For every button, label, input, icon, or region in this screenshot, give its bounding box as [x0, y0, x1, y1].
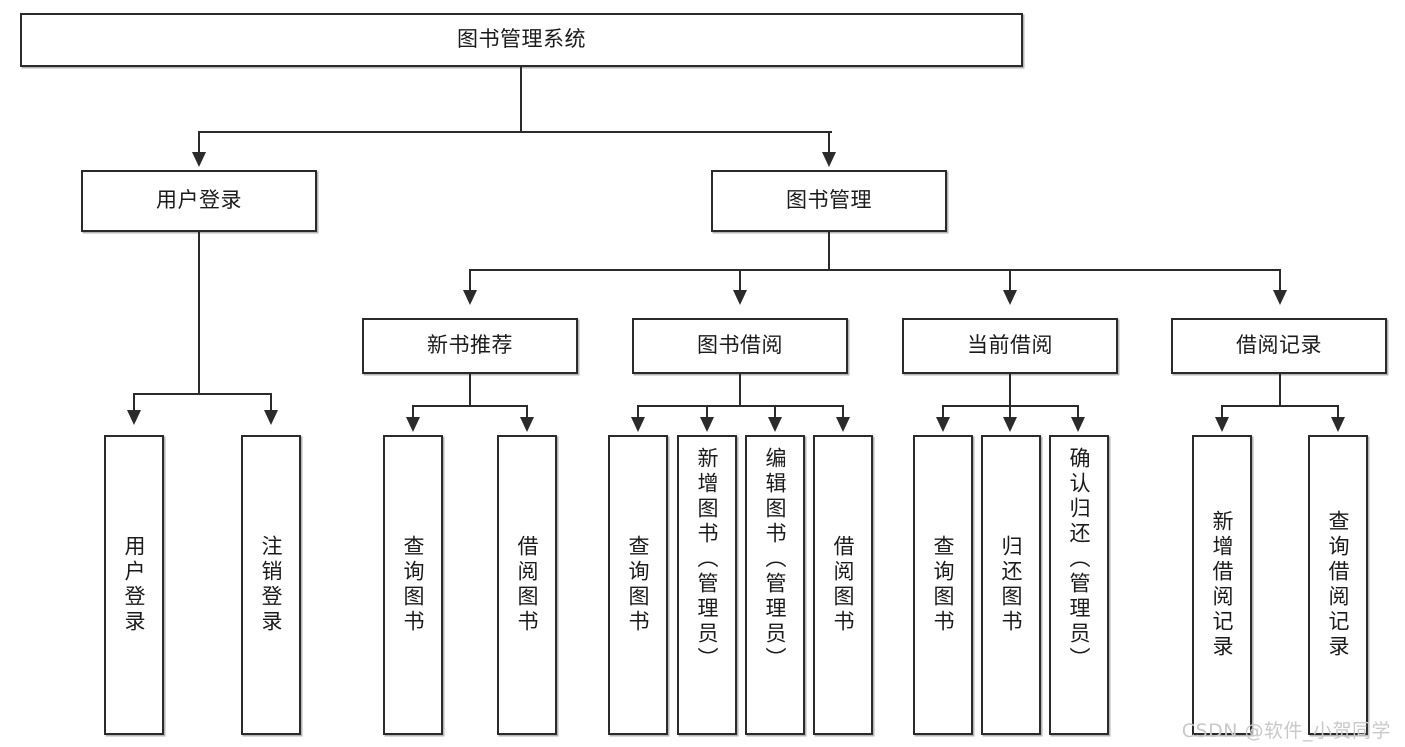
arrow-to-leaf-borrow-book-1 [520, 417, 534, 432]
arrow-to-leaf-logout-login [264, 410, 278, 425]
connector-bb-stem [739, 374, 741, 407]
connector-root-stem [520, 67, 522, 131]
connector-bb-drop-2 [706, 405, 708, 418]
node-label: 图书借阅 [697, 333, 783, 358]
arrow-to-leaf-query-book-1 [406, 417, 420, 432]
leaf-query-book-1[interactable]: 查询图书 [383, 435, 443, 735]
connector-br-stem [1279, 374, 1281, 407]
connector-root-drop-left [198, 131, 200, 153]
connector-cb-drop-2 [1009, 405, 1011, 418]
node-label: 图书管理 [786, 188, 872, 213]
leaf-label: 用户登录 [122, 535, 147, 635]
node-borrow-record[interactable]: 借阅记录 [1171, 318, 1387, 374]
node-label: 图书管理系统 [457, 27, 586, 52]
node-label: 用户登录 [156, 188, 242, 213]
leaf-label: 查询图书 [931, 535, 956, 635]
leaf-label: 查询图书 [401, 535, 426, 635]
leaf-edit-book[interactable]: 编辑图书（管理员） [745, 435, 805, 735]
leaf-label: 新增借阅记录 [1210, 510, 1235, 660]
node-current-borrow[interactable]: 当前借阅 [902, 318, 1118, 374]
leaf-query-record[interactable]: 查询借阅记录 [1308, 435, 1368, 735]
arrow-to-current-borrow [1003, 290, 1017, 305]
leaf-add-record[interactable]: 新增借阅记录 [1192, 435, 1252, 735]
connector-br-bar [1221, 405, 1339, 407]
node-new-book-recommend[interactable]: 新书推荐 [362, 318, 578, 374]
leaf-label: 归还图书 [999, 535, 1024, 635]
connector-bm-drop-4 [1279, 269, 1281, 291]
leaf-label: 借阅图书 [515, 535, 540, 635]
connector-book-manage-stem [828, 232, 830, 271]
arrow-to-book-borrow [733, 290, 747, 305]
arrow-to-leaf-return-book [1003, 417, 1017, 432]
leaf-label: 确认归还（管理员） [1067, 447, 1092, 672]
arrow-to-leaf-query-book-2 [631, 417, 645, 432]
arrow-to-leaf-user-login [127, 410, 141, 425]
node-label: 借阅记录 [1236, 333, 1322, 358]
arrow-to-leaf-confirm-return [1071, 417, 1085, 432]
connector-br-drop-2 [1337, 405, 1339, 418]
connector-nbr-drop-1 [412, 405, 414, 418]
leaf-label: 查询图书 [626, 535, 651, 635]
arrow-to-leaf-query-book-3 [936, 417, 950, 432]
connector-bm-drop-1 [469, 269, 471, 291]
leaf-label: 查询借阅记录 [1326, 510, 1351, 660]
connector-bm-drop-2 [739, 269, 741, 291]
node-book-borrow[interactable]: 图书借阅 [632, 318, 848, 374]
leaf-confirm-return[interactable]: 确认归还（管理员） [1049, 435, 1109, 735]
leaf-query-book-2[interactable]: 查询图书 [608, 435, 668, 735]
connector-bb-drop-4 [842, 405, 844, 418]
arrow-to-leaf-query-record [1331, 417, 1345, 432]
node-book-manage[interactable]: 图书管理 [711, 170, 947, 232]
arrow-to-user-login [192, 152, 206, 167]
leaf-label: 注销登录 [259, 535, 284, 635]
connector-user-login-stem [198, 232, 200, 395]
connector-nbr-stem [469, 374, 471, 407]
connector-br-drop-1 [1221, 405, 1223, 418]
arrow-to-borrow-record [1273, 290, 1287, 305]
connector-book-manage-bar [469, 269, 1281, 271]
node-label: 新书推荐 [427, 333, 513, 358]
leaf-add-book[interactable]: 新增图书（管理员） [677, 435, 737, 735]
arrow-to-book-manage [822, 152, 836, 167]
leaf-logout-login[interactable]: 注销登录 [241, 435, 301, 735]
arrow-to-leaf-add-record [1215, 417, 1229, 432]
connector-user-login-drop-1 [133, 393, 135, 411]
leaf-label: 编辑图书（管理员） [763, 447, 788, 672]
leaf-label: 借阅图书 [831, 535, 856, 635]
connector-root-bar [198, 131, 832, 133]
connector-user-login-drop-2 [270, 393, 272, 411]
connector-cb-stem [1009, 374, 1011, 407]
arrow-to-new-book-recommend [463, 290, 477, 305]
connector-cb-drop-3 [1077, 405, 1079, 418]
node-user-login[interactable]: 用户登录 [81, 170, 317, 232]
connector-nbr-bar [412, 405, 528, 407]
connector-bb-bar [637, 405, 843, 407]
connector-root-drop-right [828, 131, 830, 153]
node-book-management-system[interactable]: 图书管理系统 [20, 13, 1023, 67]
arrow-to-leaf-edit-book [768, 417, 782, 432]
leaf-user-login[interactable]: 用户登录 [104, 435, 164, 735]
node-label: 当前借阅 [967, 333, 1053, 358]
connector-bb-drop-3 [774, 405, 776, 418]
leaf-query-book-3[interactable]: 查询图书 [913, 435, 973, 735]
connector-bm-drop-3 [1009, 269, 1011, 291]
leaf-borrow-book-1[interactable]: 借阅图书 [497, 435, 557, 735]
connector-bb-drop-1 [637, 405, 639, 418]
leaf-borrow-book-2[interactable]: 借阅图书 [813, 435, 873, 735]
leaf-return-book[interactable]: 归还图书 [981, 435, 1041, 735]
arrow-to-leaf-add-book [700, 417, 714, 432]
watermark: CSDN @软件_小贺同学 [1181, 720, 1391, 742]
connector-user-login-bar [133, 393, 271, 395]
connector-cb-drop-1 [942, 405, 944, 418]
leaf-label: 新增图书（管理员） [695, 447, 720, 672]
arrow-to-leaf-borrow-book-2 [836, 417, 850, 432]
connector-nbr-drop-2 [526, 405, 528, 418]
